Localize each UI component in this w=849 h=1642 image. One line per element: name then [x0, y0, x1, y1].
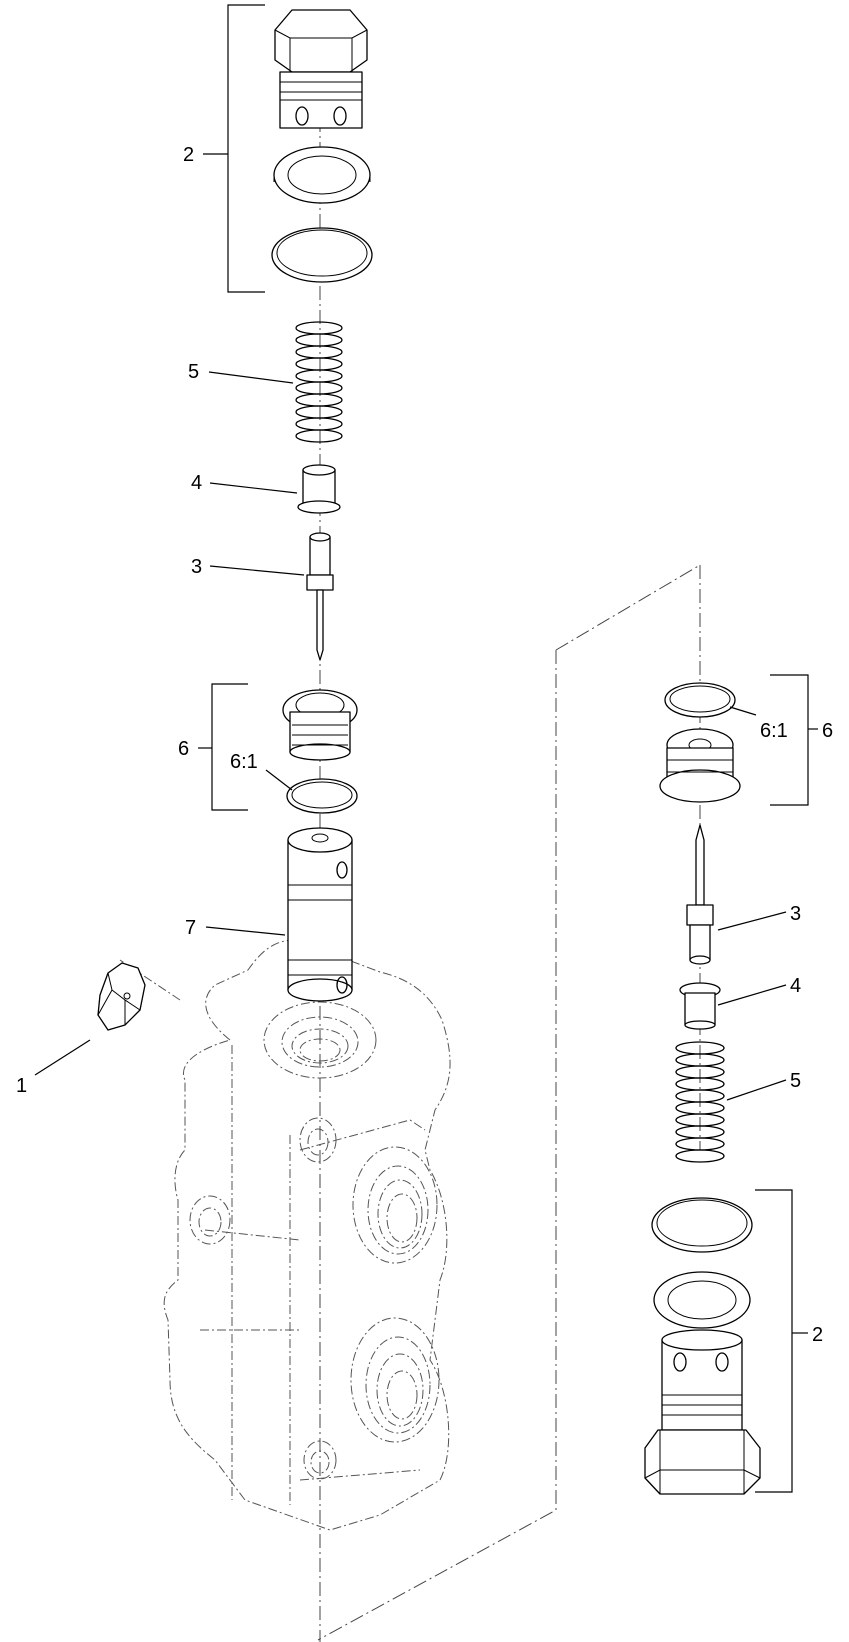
bracket-left-2 [227, 4, 265, 293]
callout-right-61: 6:1 [760, 720, 788, 742]
callout-left-61: 6:1 [230, 751, 258, 773]
leader-left-7 [205, 926, 286, 936]
right-spring [675, 1041, 725, 1163]
right-spring-seat [679, 982, 721, 1030]
callout-right-3: 3 [790, 903, 801, 925]
leader-right-5 [726, 1079, 787, 1101]
callout-left-1: 1 [16, 1075, 27, 1097]
left-plug-assembly [271, 9, 373, 283]
leader-right-3 [717, 911, 787, 931]
bracket-left-6 [211, 683, 248, 811]
callout-left-4: 4 [191, 472, 202, 494]
leader-left-4 [209, 482, 298, 494]
phantom-plane [317, 564, 701, 1641]
right-poppet [686, 824, 714, 965]
leader-left-1 [34, 1039, 91, 1076]
left-seat-assembly [282, 689, 358, 814]
callout-left-7: 7 [185, 917, 196, 939]
leader-right-61 [729, 706, 757, 716]
left-poppet [306, 532, 334, 661]
right-seat-assembly [659, 682, 741, 803]
callout-right-4: 4 [790, 975, 801, 997]
callout-right-6: 6 [822, 720, 833, 742]
knob-part-1 [97, 962, 146, 1031]
leader-right-4 [717, 984, 787, 1006]
callout-left-2: 2 [183, 144, 194, 166]
leader-left-5 [208, 371, 294, 384]
left-spring-seat [297, 464, 341, 514]
right-plug-assembly [644, 1197, 761, 1495]
left-spring [295, 321, 343, 443]
left-cage [287, 827, 353, 1002]
bracket-right-6 [770, 674, 809, 806]
callout-left-5: 5 [188, 361, 199, 383]
valve-body [119, 939, 451, 1531]
leader-left-3 [209, 565, 305, 576]
callout-right-2: 2 [812, 1324, 823, 1346]
callout-left-3: 3 [191, 556, 202, 578]
bracket-right-2 [755, 1189, 793, 1493]
leader-left-61 [265, 769, 293, 791]
callout-right-5: 5 [790, 1070, 801, 1092]
callout-left-6: 6 [178, 738, 189, 760]
